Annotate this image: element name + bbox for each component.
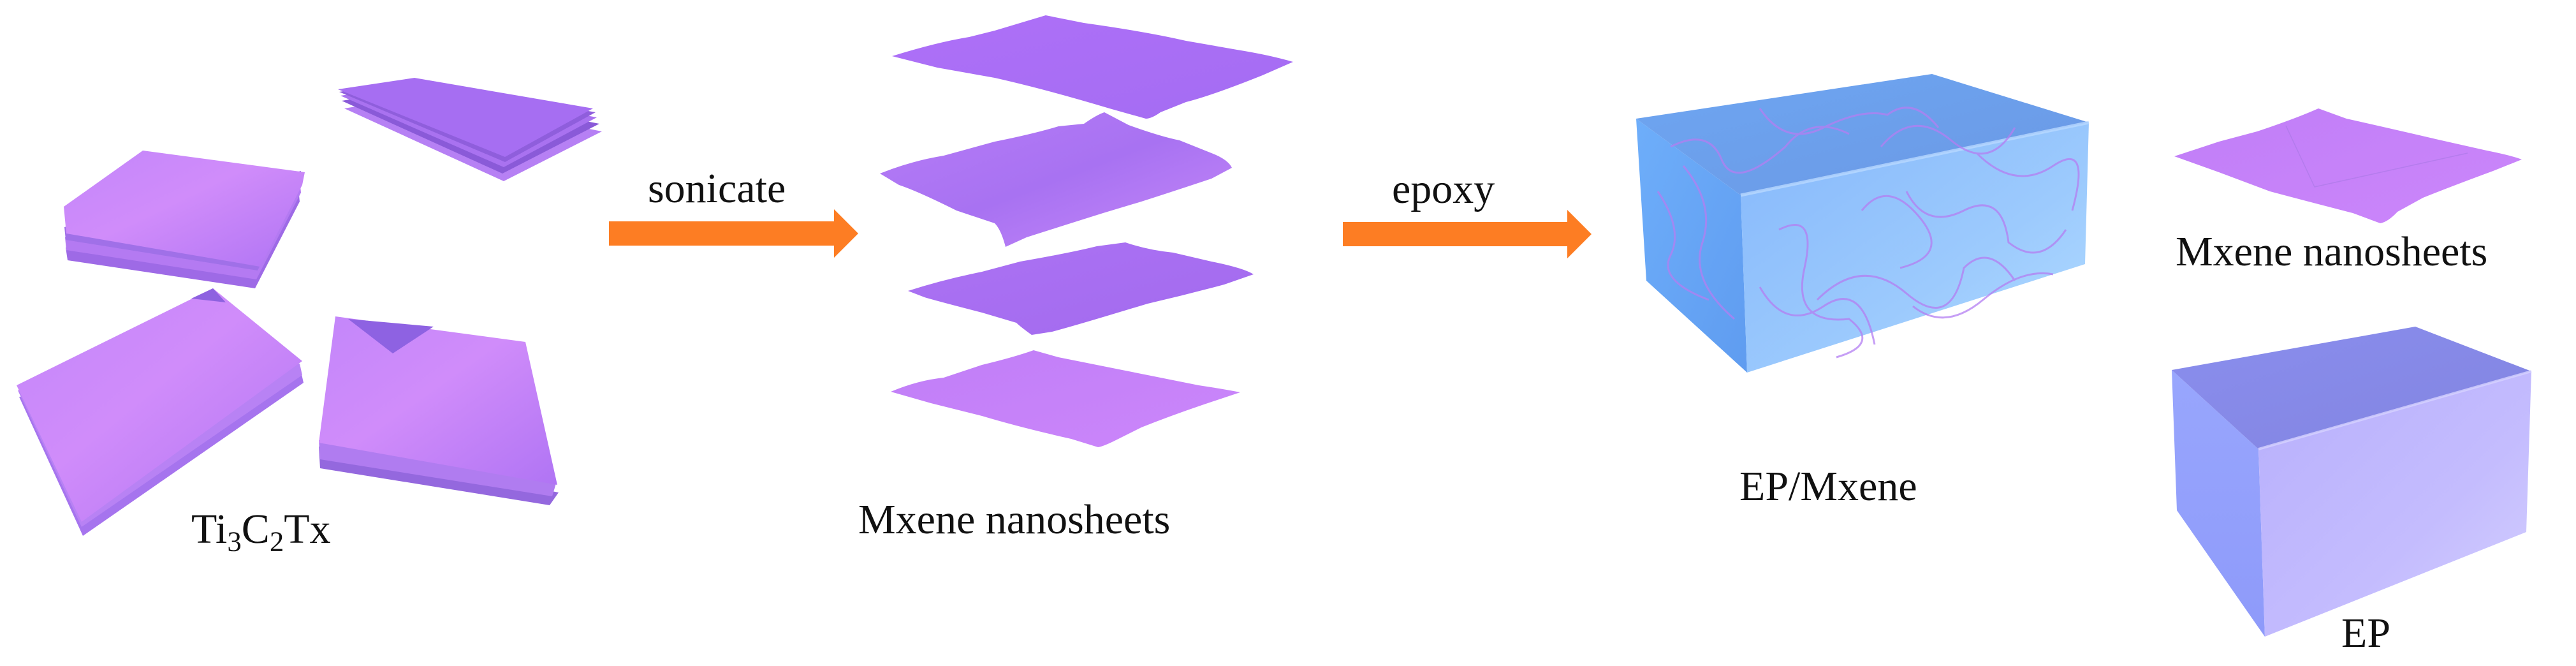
embedded-nanosheet-fibers <box>1657 107 2080 359</box>
label-ti3c2tx: Ti3C2Tx <box>191 506 331 556</box>
legend-ep-block-illustration <box>2172 327 2532 637</box>
mxene-nanosheets-illustration <box>880 15 1293 447</box>
block-side-face <box>1636 119 1747 373</box>
label-sub-2: 2 <box>269 525 284 558</box>
mxene-stack-a <box>64 151 305 288</box>
label-mxene-nanosheets: Mxene nanosheets <box>858 496 1171 543</box>
block-front-face <box>1741 122 2089 373</box>
label-c: C <box>241 506 270 552</box>
mxene-stack-c <box>17 288 304 536</box>
mxene-stack-d <box>319 316 559 505</box>
nanosheet-1 <box>892 15 1293 119</box>
arrow-right-icon <box>609 209 858 258</box>
label-ti: Ti <box>191 506 228 552</box>
label-tx: Tx <box>284 506 331 552</box>
nanosheet-2 <box>880 112 1232 247</box>
arrow-epoxy <box>1343 210 1592 258</box>
label-ep-mxene: EP/Mxene <box>1739 463 1917 510</box>
label-epoxy: epoxy <box>1392 166 1495 212</box>
arrow-sonicate <box>609 209 858 258</box>
ti3c2tx-flakes-illustration <box>17 78 602 536</box>
nanosheet-4 <box>891 350 1240 447</box>
legend-label-ep: EP <box>2341 610 2391 656</box>
label-sub-3: 3 <box>227 525 242 558</box>
legend-label-mxene-nanosheets: Mxene nanosheets <box>2176 228 2488 275</box>
ep-mxene-block-illustration <box>1636 74 2089 373</box>
block-top-face <box>1636 74 2089 195</box>
nanosheet-3 <box>908 242 1254 335</box>
arrow-right-icon <box>1343 210 1592 258</box>
mxene-stack-b <box>338 78 602 181</box>
legend-mxene-sheet-illustration <box>2174 108 2522 223</box>
label-sonicate: sonicate <box>648 165 786 212</box>
